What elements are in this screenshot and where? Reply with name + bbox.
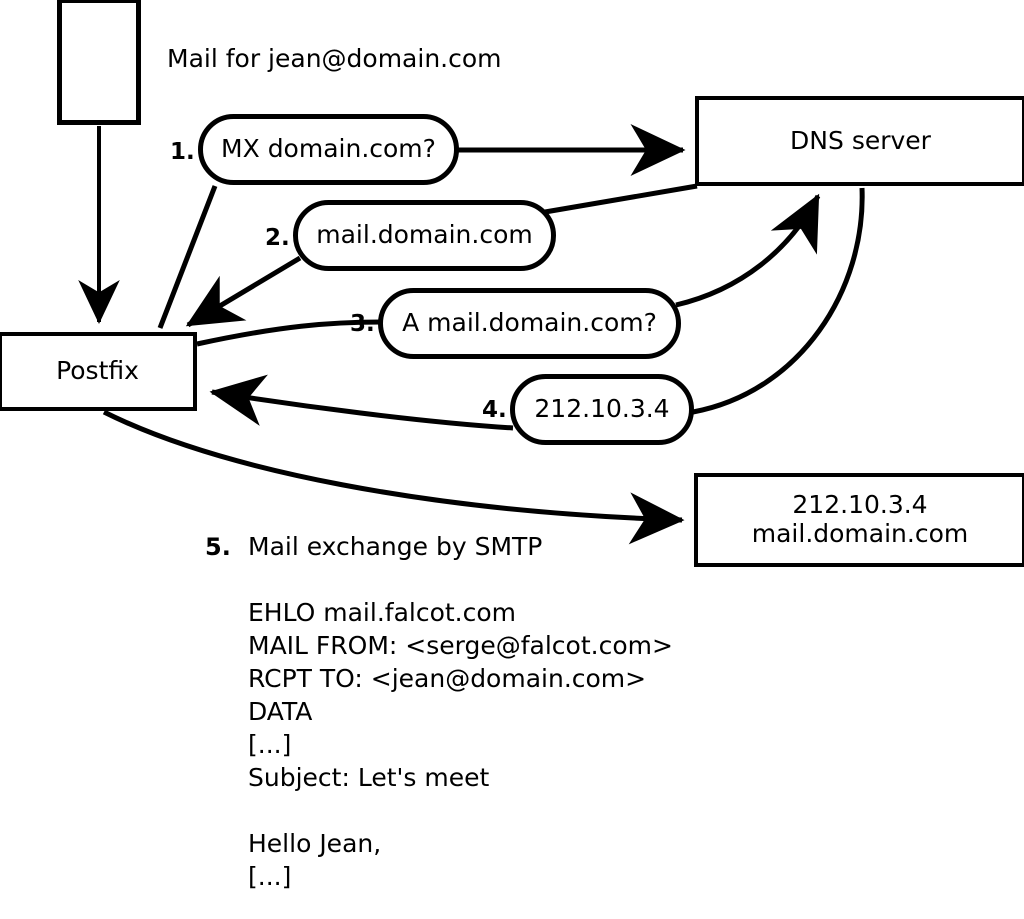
sender-box[interactable]: [57, 0, 141, 125]
node-dns-server-label: DNS server: [790, 125, 931, 155]
step-number-1: 1.: [170, 139, 195, 165]
edge-step4-to-postfix: [209, 374, 514, 431]
smtp-transcript: EHLO mail.falcot.com MAIL FROM: <serge@f…: [248, 598, 673, 891]
bubble-step-2-label: mail.domain.com: [316, 220, 533, 250]
step-number-3: 3.: [350, 311, 375, 337]
edge-step3-to-dns: [675, 193, 821, 308]
step-5-label: Mail exchange by SMTP: [248, 532, 543, 561]
node-postfix[interactable]: Postfix: [0, 332, 197, 411]
step-number-4: 4.: [482, 397, 507, 423]
node-dns-server[interactable]: DNS server: [695, 96, 1024, 186]
target-server-host: mail.domain.com: [751, 519, 969, 548]
target-server-ip: 212.10.3.4: [792, 490, 928, 520]
page-title: Mail for jean@domain.com: [167, 44, 502, 73]
bubble-step-3-label: A mail.domain.com?: [402, 308, 657, 338]
bubble-step-1-label: MX domain.com?: [221, 134, 436, 164]
step-number-2: 2.: [265, 225, 290, 251]
bubble-step-4[interactable]: 212.10.3.4: [510, 374, 694, 445]
edge-step2-to-postfix: [185, 255, 302, 328]
bubble-step-1[interactable]: MX domain.com?: [198, 114, 459, 185]
bubble-step-3[interactable]: A mail.domain.com?: [378, 288, 681, 359]
bubble-step-4-label: 212.10.3.4: [534, 394, 670, 424]
node-target-mail-server[interactable]: 212.10.3.4 mail.domain.com: [694, 473, 1024, 567]
step-number-5: 5.: [205, 533, 231, 561]
bubble-step-2[interactable]: mail.domain.com: [293, 200, 556, 271]
edge-postfix-to-step1: [157, 185, 218, 329]
edge-dns-to-step2: [544, 183, 698, 215]
edge-dns-to-step4: [692, 187, 865, 415]
node-postfix-label: Postfix: [56, 356, 139, 386]
